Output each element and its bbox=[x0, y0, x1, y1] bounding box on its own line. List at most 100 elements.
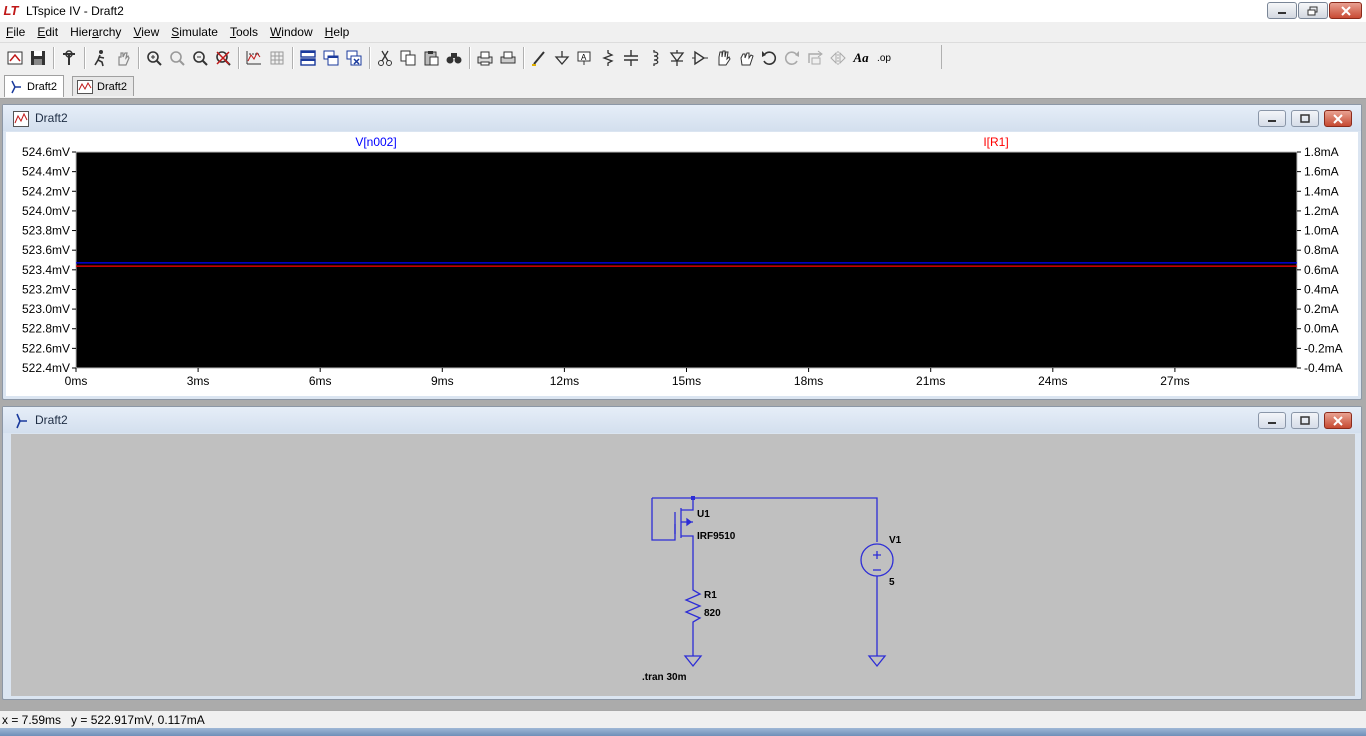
cut-button[interactable] bbox=[374, 47, 396, 69]
zoom-cancel-button[interactable] bbox=[212, 47, 234, 69]
schematic-close-button[interactable] bbox=[1324, 412, 1352, 429]
schematic-canvas[interactable]: U1 IRF9510 R1 820 V1 5 .tran 30m bbox=[11, 434, 1355, 696]
spice-directive-label[interactable]: .tran 30m bbox=[642, 672, 687, 683]
cascade-button[interactable] bbox=[320, 47, 342, 69]
toolbar-separator bbox=[138, 47, 140, 69]
right-axis-tick-label: 0.0mA bbox=[1304, 322, 1339, 336]
mosfet-drain-lead[interactable] bbox=[681, 535, 694, 584]
right-axis-tick-label: 0.8mA bbox=[1304, 243, 1339, 257]
v1-value-label[interactable]: 5 bbox=[889, 577, 895, 588]
close-button[interactable] bbox=[1329, 2, 1362, 19]
left-axis-tick-label: 522.8mV bbox=[22, 322, 70, 336]
voltage-source-v1[interactable] bbox=[860, 543, 894, 577]
waveform-chart[interactable]: 524.6mV524.4mV524.2mV524.0mV523.8mV523.6… bbox=[6, 132, 1358, 396]
copy-button[interactable] bbox=[397, 47, 419, 69]
mirror-button[interactable] bbox=[827, 47, 849, 69]
resistor-r1[interactable] bbox=[684, 584, 702, 648]
waveform-maximize-button[interactable] bbox=[1291, 110, 1319, 127]
schematic-drawing[interactable]: U1 IRF9510 R1 820 V1 5 .tran 30m bbox=[11, 434, 1355, 696]
draw-wire-button[interactable] bbox=[528, 47, 550, 69]
rotate-button[interactable] bbox=[804, 47, 826, 69]
toolbar-separator bbox=[369, 47, 371, 69]
menu-window[interactable]: Window bbox=[269, 25, 313, 39]
redo-button[interactable] bbox=[781, 47, 803, 69]
text-button[interactable]: Aa bbox=[850, 47, 872, 69]
schematic-window: Draft2 bbox=[2, 406, 1362, 700]
mosfet-source-lead[interactable] bbox=[681, 498, 694, 511]
menu-edit[interactable]: Edit bbox=[37, 25, 59, 39]
trace-label[interactable]: I[R1] bbox=[983, 135, 1008, 149]
autorange-button[interactable] bbox=[243, 47, 265, 69]
move-button[interactable] bbox=[712, 47, 734, 69]
x-axis-tick-label: 27ms bbox=[1160, 374, 1189, 388]
schematic-minimize-button[interactable] bbox=[1258, 412, 1286, 429]
tab-label: Draft2 bbox=[97, 80, 127, 93]
open-schematic-button[interactable] bbox=[4, 47, 26, 69]
menu-simulate[interactable]: Simulate bbox=[171, 25, 218, 39]
minimize-button[interactable] bbox=[1267, 2, 1297, 19]
print-button[interactable] bbox=[497, 47, 519, 69]
ground-left[interactable] bbox=[683, 655, 703, 668]
menu-view[interactable]: View bbox=[133, 25, 160, 39]
save-button[interactable] bbox=[27, 47, 49, 69]
spice-directive-button[interactable]: .op bbox=[873, 47, 895, 69]
control-panel-button[interactable] bbox=[58, 47, 80, 69]
zoom-in-button[interactable] bbox=[143, 47, 165, 69]
menu-tools[interactable]: Tools bbox=[229, 25, 258, 39]
restore-button[interactable] bbox=[1298, 2, 1328, 19]
inductor-button[interactable] bbox=[643, 47, 665, 69]
u1-name-label[interactable]: U1 bbox=[697, 509, 710, 520]
halt-button[interactable] bbox=[112, 47, 134, 69]
find-button[interactable] bbox=[443, 47, 465, 69]
zoom-cancel-icon bbox=[216, 51, 231, 66]
wire-gate-loop[interactable] bbox=[651, 498, 676, 541]
ground-right[interactable] bbox=[867, 655, 887, 668]
grid-icon bbox=[270, 51, 284, 65]
drag-button[interactable] bbox=[735, 47, 757, 69]
schematic-maximize-button[interactable] bbox=[1291, 412, 1319, 429]
left-axis-tick-label: 523.8mV bbox=[22, 224, 70, 238]
menu-hierarchy[interactable]: Hierarchy bbox=[70, 25, 122, 39]
tab-draft2-schematic[interactable]: Draft2 bbox=[4, 75, 64, 97]
u1-model-label[interactable]: IRF9510 bbox=[697, 531, 736, 542]
run-button[interactable] bbox=[89, 47, 111, 69]
plot-background[interactable] bbox=[76, 152, 1297, 368]
zoom-out-button[interactable] bbox=[166, 47, 188, 69]
label-net-button[interactable]: A bbox=[574, 47, 596, 69]
ltspice-logo-icon[interactable]: LT bbox=[3, 3, 19, 18]
left-axis-tick-label: 524.4mV bbox=[22, 165, 70, 179]
paste-button[interactable] bbox=[420, 47, 442, 69]
ground-icon bbox=[554, 51, 570, 65]
capacitor-button[interactable] bbox=[620, 47, 642, 69]
waveform-close-button[interactable] bbox=[1324, 110, 1352, 127]
menu-help[interactable]: Help bbox=[324, 25, 350, 39]
r1-name-label[interactable]: R1 bbox=[704, 590, 717, 601]
ground-button[interactable] bbox=[551, 47, 573, 69]
x-axis-tick-label: 6ms bbox=[309, 374, 332, 388]
draw-wire-icon bbox=[532, 51, 545, 66]
grid-button[interactable] bbox=[266, 47, 288, 69]
tab-draft2-waveform[interactable]: Draft2 bbox=[72, 76, 134, 96]
tab-label: Draft2 bbox=[27, 80, 57, 93]
diode-button[interactable] bbox=[666, 47, 688, 69]
toolbar-separator bbox=[238, 47, 240, 69]
wire-top[interactable] bbox=[652, 497, 878, 542]
print-setup-button[interactable] bbox=[474, 47, 496, 69]
minimize-icon bbox=[1268, 119, 1276, 122]
zoom-fit-button[interactable] bbox=[189, 47, 211, 69]
tile-horizontal-icon bbox=[300, 50, 316, 66]
close-all-button[interactable] bbox=[343, 47, 365, 69]
undo-button[interactable] bbox=[758, 47, 780, 69]
component-button[interactable] bbox=[689, 47, 711, 69]
diode-icon bbox=[669, 50, 685, 66]
resistor-button[interactable] bbox=[597, 47, 619, 69]
toolbar: A Aa.op bbox=[0, 42, 1366, 74]
menu-file[interactable]: File bbox=[6, 25, 26, 39]
r1-value-label[interactable]: 820 bbox=[704, 608, 721, 619]
trace-label[interactable]: V[n002] bbox=[355, 135, 396, 149]
v1-name-label[interactable]: V1 bbox=[889, 535, 902, 546]
tile-horizontal-button[interactable] bbox=[297, 47, 319, 69]
find-icon bbox=[446, 53, 462, 64]
waveform-minimize-button[interactable] bbox=[1258, 110, 1286, 127]
